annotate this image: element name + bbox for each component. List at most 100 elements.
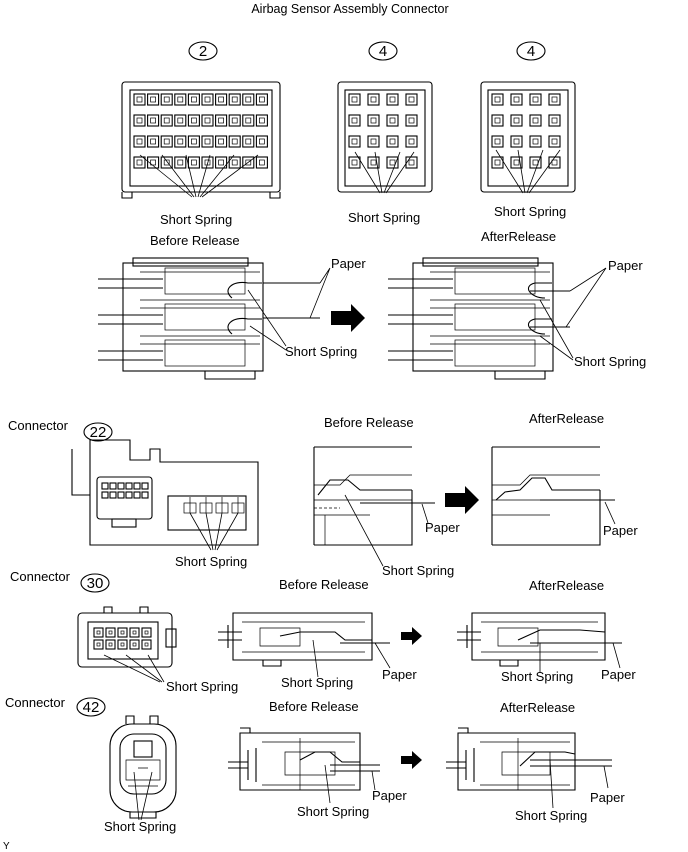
terminal-cell bbox=[141, 639, 152, 650]
terminal-cell bbox=[160, 114, 173, 127]
connector-4a-face: 4 Short Spring bbox=[337, 41, 433, 225]
terminal-cell bbox=[160, 135, 173, 148]
terminal-cell-inner bbox=[218, 96, 224, 103]
terminal-cell bbox=[147, 114, 160, 127]
terminal-cell-inner bbox=[163, 138, 170, 145]
terminal-cell bbox=[160, 93, 173, 106]
row30-before-side-view bbox=[218, 612, 391, 678]
terminal-cell bbox=[105, 627, 116, 638]
terminal-cell-inner bbox=[513, 117, 520, 124]
row22-before-release-label: Before Release bbox=[324, 415, 414, 430]
terminal-cell bbox=[255, 135, 268, 148]
terminal-cell-inner bbox=[218, 138, 224, 145]
row22-before-side-view bbox=[313, 446, 435, 567]
terminal-cell-inner bbox=[231, 96, 238, 103]
terminal-cell-inner bbox=[408, 96, 415, 103]
terminal-cell-inner bbox=[150, 159, 156, 166]
diagram-title: Airbag Sensor Assembly Connector bbox=[251, 2, 448, 16]
terminal-cell bbox=[201, 135, 214, 148]
terminal-cell-inner bbox=[513, 159, 520, 166]
terminal-cell bbox=[201, 114, 214, 127]
terminal-cell bbox=[117, 491, 125, 499]
row22-direction-arrow bbox=[445, 486, 479, 514]
terminal-cell-inner bbox=[259, 138, 265, 145]
top-after-paper-label: Paper bbox=[608, 258, 643, 273]
terminal-cell-inner bbox=[163, 96, 170, 103]
terminal-cell bbox=[133, 156, 146, 169]
row42-after-release-label: AfterRelease bbox=[500, 700, 575, 715]
terminal-cell bbox=[228, 156, 241, 169]
terminal-cell bbox=[529, 135, 542, 148]
terminal-cell-inner bbox=[389, 117, 396, 124]
connector-number-badge bbox=[368, 41, 398, 61]
top-short-spring-label: Short Spring bbox=[285, 344, 357, 359]
row42-after-paper-label: Paper bbox=[590, 790, 625, 805]
terminal-cell bbox=[174, 114, 187, 127]
terminal-cell bbox=[187, 114, 200, 127]
terminal-cell bbox=[133, 482, 141, 490]
row42-paper-label: Paper bbox=[372, 788, 407, 803]
terminal-cell bbox=[348, 135, 361, 148]
terminal-cell bbox=[510, 93, 523, 106]
terminal-cell-inner bbox=[370, 117, 377, 124]
connector-2-face: 2 Short Spring bbox=[121, 41, 281, 227]
terminal-cell-inner bbox=[259, 159, 265, 166]
terminal-cell bbox=[215, 93, 228, 106]
terminal-cell bbox=[242, 135, 255, 148]
terminal-cell-inner bbox=[532, 96, 539, 103]
terminal-cell bbox=[141, 482, 149, 490]
terminal-cell-inner bbox=[132, 642, 137, 647]
terminal-cell-inner bbox=[494, 159, 501, 166]
terminal-cell bbox=[405, 114, 418, 127]
terminal-cell-inner bbox=[532, 117, 539, 124]
terminal-cell-inner bbox=[389, 96, 396, 103]
connector-number-badge bbox=[516, 41, 546, 61]
terminal-cell bbox=[215, 156, 228, 169]
connector-2-spring-label: Short Spring bbox=[160, 212, 232, 227]
terminal-cell-inner bbox=[370, 159, 377, 166]
terminal-cell bbox=[491, 114, 504, 127]
terminal-cell bbox=[133, 93, 146, 106]
terminal-cell bbox=[510, 156, 523, 169]
terminal-cell bbox=[187, 156, 200, 169]
connector-number-badge bbox=[80, 573, 110, 593]
connector-30-spring-label: Short Spring bbox=[166, 679, 238, 694]
terminal-cell-inner bbox=[177, 138, 184, 145]
figure-code: Y bbox=[3, 841, 10, 852]
terminal-cell-inner bbox=[351, 138, 358, 145]
terminal-cell-inner bbox=[389, 138, 396, 145]
terminal-cell-inner bbox=[551, 96, 558, 103]
connector-22-number: 22 bbox=[90, 424, 107, 441]
connector-number-badge bbox=[83, 422, 113, 442]
terminal-cell-inner bbox=[120, 630, 125, 635]
row30-after-release-label: AfterRelease bbox=[529, 578, 604, 593]
terminal-cell-inner bbox=[259, 96, 265, 103]
connector-22-spring-label: Short Spring bbox=[175, 554, 247, 569]
terminal-cell-inner bbox=[532, 138, 539, 145]
terminal-cell-inner bbox=[204, 96, 211, 103]
terminal-cell bbox=[160, 156, 173, 169]
terminal-cell bbox=[510, 114, 523, 127]
terminal-cell bbox=[101, 491, 109, 499]
terminal-cell-inner bbox=[144, 630, 149, 635]
terminal-cell-inner bbox=[163, 159, 170, 166]
terminal-cell-inner bbox=[191, 159, 197, 166]
connector-30-label: Connector bbox=[10, 569, 71, 584]
terminal-cell bbox=[105, 639, 116, 650]
terminal-cell-inner bbox=[204, 138, 211, 145]
top-direction-arrow bbox=[331, 304, 365, 332]
row42-before-release-label: Before Release bbox=[269, 699, 359, 714]
terminal-cell-inner bbox=[108, 642, 113, 647]
terminal-cell-inner bbox=[136, 96, 143, 103]
terminal-cell bbox=[141, 627, 152, 638]
terminal-cell bbox=[215, 114, 228, 127]
top-after-release-label: AfterRelease bbox=[481, 229, 556, 244]
terminal-cell-inner bbox=[108, 630, 113, 635]
terminal-cell bbox=[129, 639, 140, 650]
terminal-cell-inner bbox=[370, 138, 377, 145]
row30-before-release-label: Before Release bbox=[279, 577, 369, 592]
connector-4a-spring-label: Short Spring bbox=[348, 210, 420, 225]
terminal-cell-inner bbox=[136, 159, 143, 166]
row22-paper-label: Paper bbox=[425, 520, 460, 535]
terminal-cell bbox=[348, 156, 361, 169]
